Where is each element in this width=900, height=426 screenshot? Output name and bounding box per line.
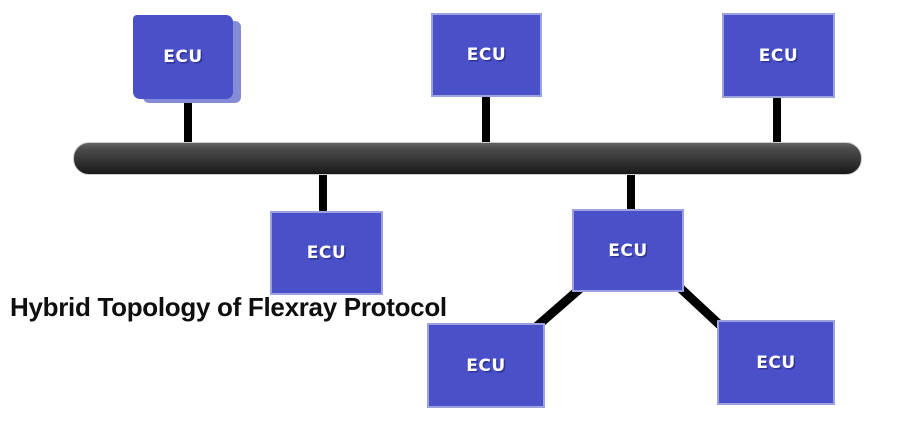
ecu-label: ECU: [608, 240, 648, 261]
ecu-label: ECU: [163, 47, 203, 67]
ecu-label: ECU: [466, 355, 506, 376]
flexray-bus: [73, 142, 862, 175]
ecu-label: ECU: [306, 243, 347, 263]
connector-top-left-ecu-to-bus: [184, 97, 192, 147]
diagram-title: Hybrid Topology of Flexray Protocol: [10, 292, 447, 322]
ecu-node-branch-left: ECU: [270, 211, 383, 295]
ecu-node-star-leaf-right: ECU: [717, 320, 835, 405]
ecu-node-star-hub: ECU: [572, 209, 684, 292]
ecu-node-star-leaf-left: ECU: [427, 323, 545, 408]
connector-bus-to-star-hub-ecu: [627, 168, 635, 212]
ecu-label: ECU: [758, 45, 799, 66]
connector-hub-to-left-leaf: [531, 281, 588, 332]
ecu-node-top-center: ECU: [431, 13, 542, 97]
ecu-node-top-left: ECU: [133, 15, 233, 99]
connector-top-right-ecu-to-bus: [773, 96, 781, 147]
ecu-label: ECU: [756, 352, 796, 373]
ecu-node-top-right: ECU: [722, 13, 835, 98]
connector-top-center-ecu-to-bus: [482, 95, 490, 147]
connector-bus-to-branch-left-ecu: [319, 169, 327, 213]
connector-hub-to-right-leaf: [673, 281, 727, 332]
ecu-label: ECU: [466, 45, 507, 65]
